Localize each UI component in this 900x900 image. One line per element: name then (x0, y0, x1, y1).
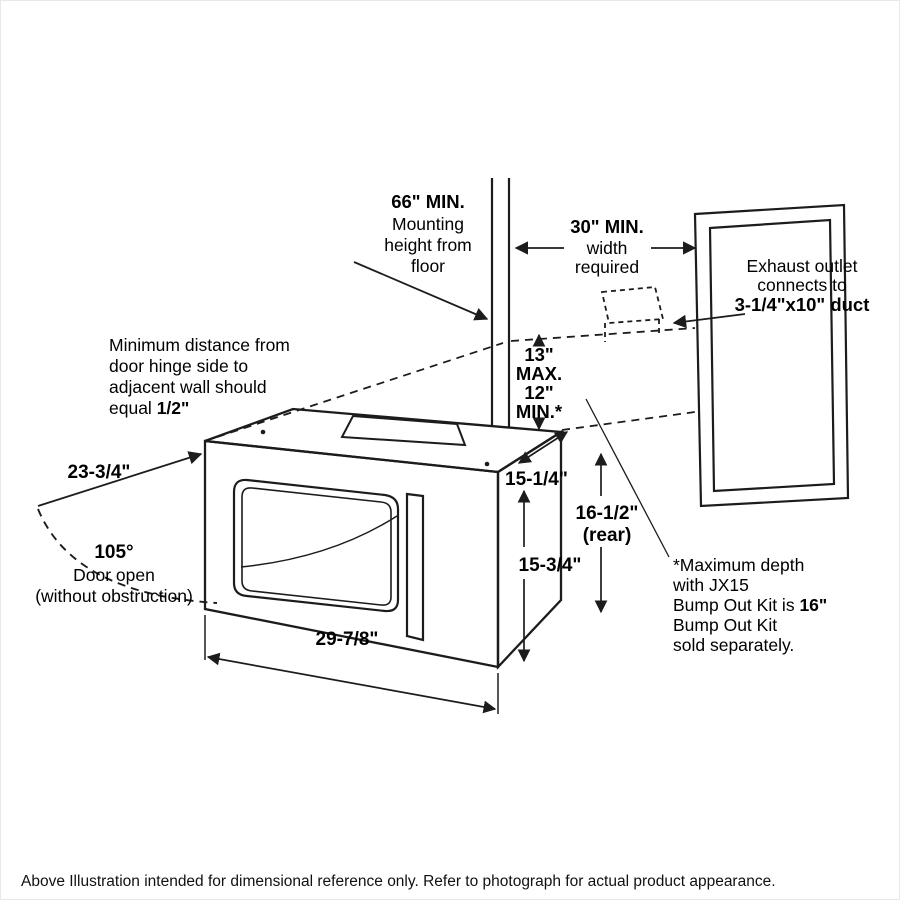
exhaust-label-3: 3-1/4"x10" duct (735, 294, 870, 315)
dim-rear-tag: (rear) (583, 525, 632, 546)
dimension-lines (37, 241, 746, 714)
hinge-clearance-label-3: adjacent wall should (109, 377, 267, 397)
width-required-label-3: required (575, 257, 639, 277)
dim-front-height: 15-3/4" (519, 555, 582, 576)
mount-dot-right (484, 461, 490, 467)
dim-side-clearance: 23-3/4" (68, 462, 131, 483)
exhaust-duct-dashed (600, 286, 665, 342)
hinge-clearance-label-4: equal 1/2" (109, 398, 189, 418)
mounting-height-arrow (353, 261, 489, 321)
exhaust-label-1: Exhaust outlet (747, 256, 858, 276)
dim-width: 29-7/8" (316, 629, 379, 650)
exhaust-arrow (672, 313, 746, 329)
bumpout-note-3: Bump Out Kit is 16" (673, 595, 827, 615)
top-vent-plate (340, 414, 467, 447)
wall-corner-lines (490, 178, 511, 428)
door-open-label-2: (without obstruction) (35, 586, 193, 606)
width-required-label-1: 30" MIN. (570, 216, 644, 237)
side-clearance-arrow (37, 451, 203, 507)
text-annotations: 66" MIN. Mounting height from floor 30" … (35, 191, 869, 655)
bumpout-note-1: *Maximum depth (673, 555, 804, 575)
cabinet-gap-label-3: 12" (524, 382, 553, 403)
glass-reflection-line (240, 515, 398, 568)
exhaust-label-2: connects to (757, 275, 847, 295)
cabinet-gap-label-2: MAX. (516, 363, 562, 384)
door-window (232, 478, 400, 613)
bumpout-note-4: Bump Out Kit (673, 615, 777, 635)
cabinet-gap-label-4: MIN.* (516, 401, 563, 422)
dim-rear-height: 16-1/2" (576, 503, 639, 524)
door-angle-label: 105° (94, 542, 133, 563)
bumpout-leader-line (585, 398, 670, 558)
door-handle (405, 492, 425, 642)
adjacent-wall-frame (693, 203, 850, 508)
depth-arrow (517, 431, 569, 464)
reference-caption: Above Illustration intended for dimensio… (21, 873, 776, 890)
mounting-height-label-1: 66" MIN. (391, 191, 465, 212)
bumpout-note-5: sold separately. (673, 635, 794, 655)
microwave-body (203, 407, 565, 670)
mounting-height-label-2: Mounting (392, 214, 464, 234)
width-dimension-arrow (206, 652, 497, 714)
hinge-clearance-label-1: Minimum distance from (109, 335, 290, 355)
bumpout-note-2: with JX15 (672, 575, 749, 595)
mount-dot-left (260, 429, 266, 435)
hinge-clearance-label-2: door hinge side to (109, 356, 248, 376)
door-open-label-1: Door open (73, 565, 155, 585)
width-required-label-2: width (586, 238, 628, 258)
mounting-height-label-4: floor (411, 256, 445, 276)
cabinet-gap-label-1: 13" (524, 344, 553, 365)
mounting-height-label-3: height from (384, 235, 472, 255)
dim-depth-top: 15-1/4" (505, 469, 568, 490)
